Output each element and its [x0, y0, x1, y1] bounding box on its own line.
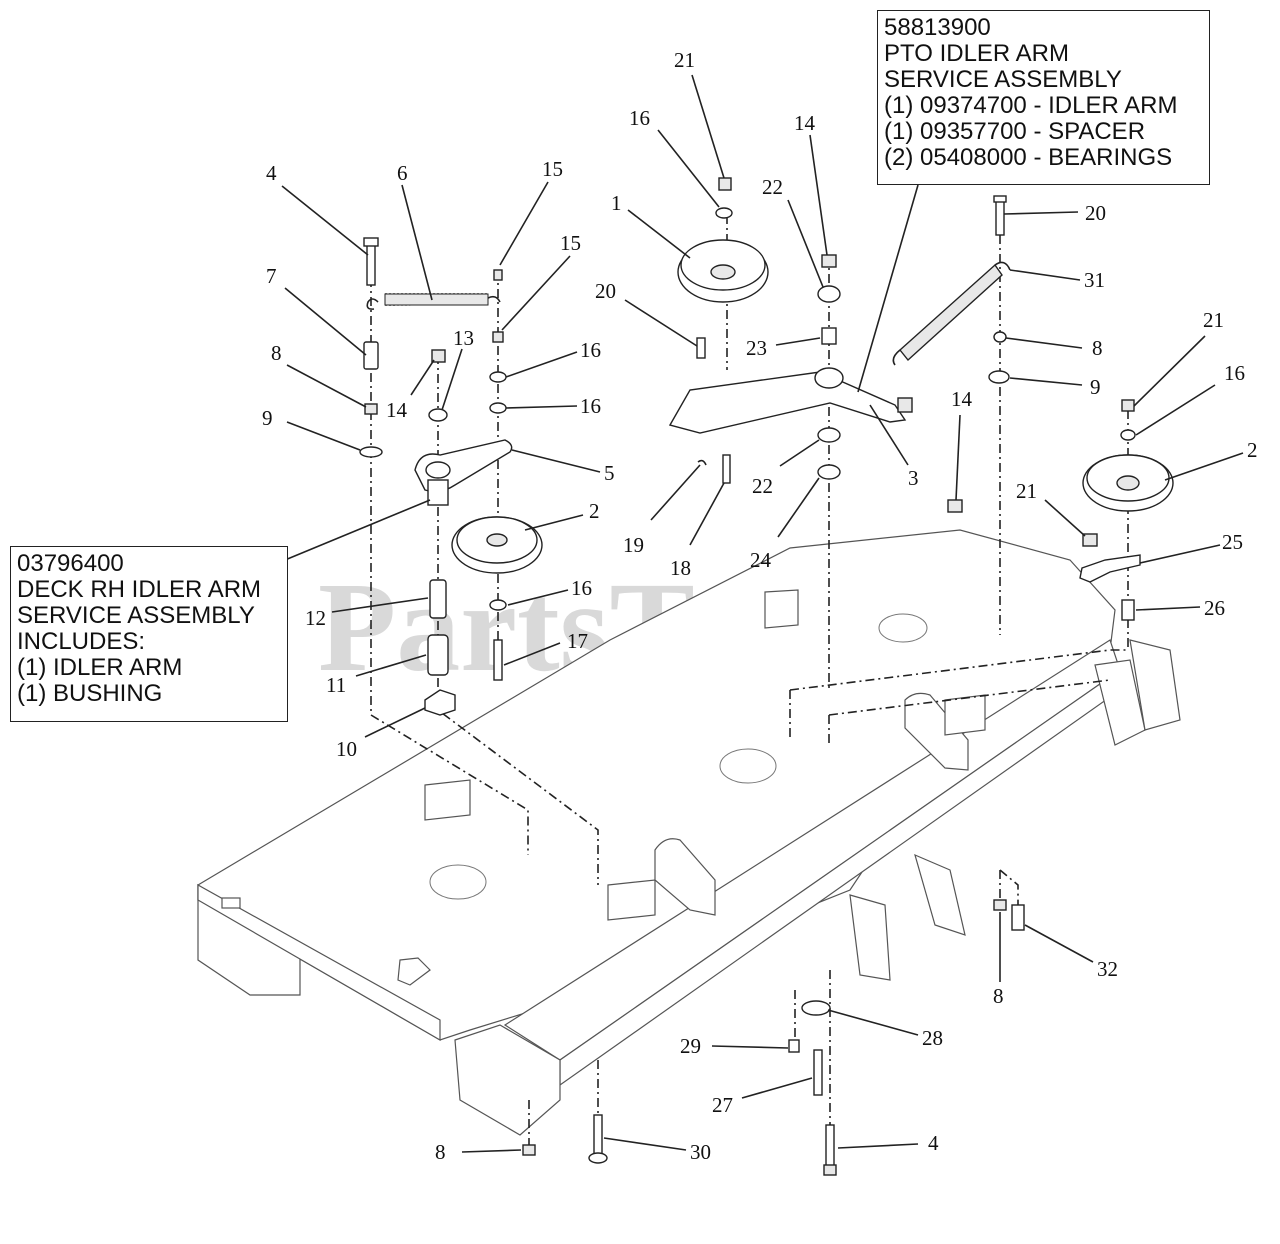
callout-line: 58813900 [884, 14, 991, 41]
callout-line: (1) IDLER ARM [17, 654, 183, 681]
part-label-12: 12 [305, 606, 326, 630]
part-label-2: 2 [589, 499, 600, 523]
part-label-8: 8 [271, 341, 282, 365]
pto-idler-arm-callout: 58813900 PTO IDLER ARM SERVICE ASSEMBLY … [877, 10, 1210, 185]
part-label-21: 21 [674, 48, 695, 72]
part-label-25: 25 [1222, 530, 1243, 554]
part-label-31: 31 [1084, 268, 1105, 292]
part-label-4: 4 [266, 161, 277, 185]
part-label-13: 13 [453, 326, 474, 350]
part-label-8: 8 [1092, 336, 1103, 360]
part-label-14: 14 [794, 111, 816, 135]
part-label-16: 16 [571, 576, 592, 600]
parts [359, 177, 1174, 1176]
callout-line: 03796400 [17, 550, 124, 577]
part-label-15: 15 [542, 157, 563, 181]
part-label-26: 26 [1204, 596, 1225, 620]
part-label-23: 23 [746, 336, 767, 360]
part-label-18: 18 [670, 556, 691, 580]
part-label-16: 16 [580, 394, 601, 418]
part-label-14: 14 [951, 387, 973, 411]
part-label-8: 8 [435, 1140, 446, 1164]
part-label-16: 16 [1224, 361, 1245, 385]
part-label-16: 16 [580, 338, 601, 362]
callout-line: INCLUDES: [17, 628, 146, 655]
callout-line: SERVICE ASSEMBLY [884, 66, 1122, 93]
mower-deck [197, 529, 1181, 1136]
part-label-16: 16 [629, 106, 650, 130]
part-label-4: 4 [928, 1131, 939, 1155]
callout-line: SERVICE ASSEMBLY [17, 602, 255, 629]
part-label-30: 30 [690, 1140, 711, 1164]
callout-line: (1) 09374700 - IDLER ARM [884, 92, 1178, 119]
part-number-labels: 1 2 2 3 4 4 5 6 7 8 8 8 8 9 9 10 11 12 1… [262, 48, 1258, 1164]
part-label-22: 22 [752, 474, 773, 498]
part-label-21: 21 [1203, 308, 1224, 332]
part-label-29: 29 [680, 1034, 701, 1058]
part-label-9: 9 [1090, 375, 1101, 399]
callout-line: DECK RH IDLER ARM [17, 576, 262, 603]
part-label-21: 21 [1016, 479, 1037, 503]
part-label-27: 27 [712, 1093, 733, 1117]
part-label-3: 3 [908, 466, 919, 490]
part-label-11: 11 [326, 673, 346, 697]
part-label-19: 19 [623, 533, 644, 557]
part-label-28: 28 [922, 1026, 943, 1050]
part-label-10: 10 [336, 737, 357, 761]
part-label-20: 20 [595, 279, 616, 303]
part-label-9: 9 [262, 406, 273, 430]
part-label-20: 20 [1085, 201, 1106, 225]
part-label-5: 5 [604, 461, 615, 485]
leader-lines [281, 74, 1244, 1153]
callout-line: (2) 05408000 - BEARINGS [884, 144, 1173, 171]
part-label-32: 32 [1097, 957, 1118, 981]
part-label-2: 2 [1247, 438, 1258, 462]
part-label-15: 15 [560, 231, 581, 255]
callout-line: (1) 09357700 - SPACER [884, 118, 1146, 145]
part-label-24: 24 [750, 548, 772, 572]
callout-line: PTO IDLER ARM [884, 40, 1069, 67]
part-label-22: 22 [762, 175, 783, 199]
callout-line: (1) BUSHING [17, 680, 163, 707]
part-label-6: 6 [397, 161, 408, 185]
part-label-8: 8 [993, 984, 1004, 1008]
part-label-7: 7 [266, 264, 277, 288]
part-label-17: 17 [567, 629, 588, 653]
part-label-14: 14 [386, 398, 408, 422]
deck-rh-idler-arm-callout: 03796400 DECK RH IDLER ARM SERVICE ASSEM… [10, 546, 288, 722]
part-label-1: 1 [611, 191, 622, 215]
